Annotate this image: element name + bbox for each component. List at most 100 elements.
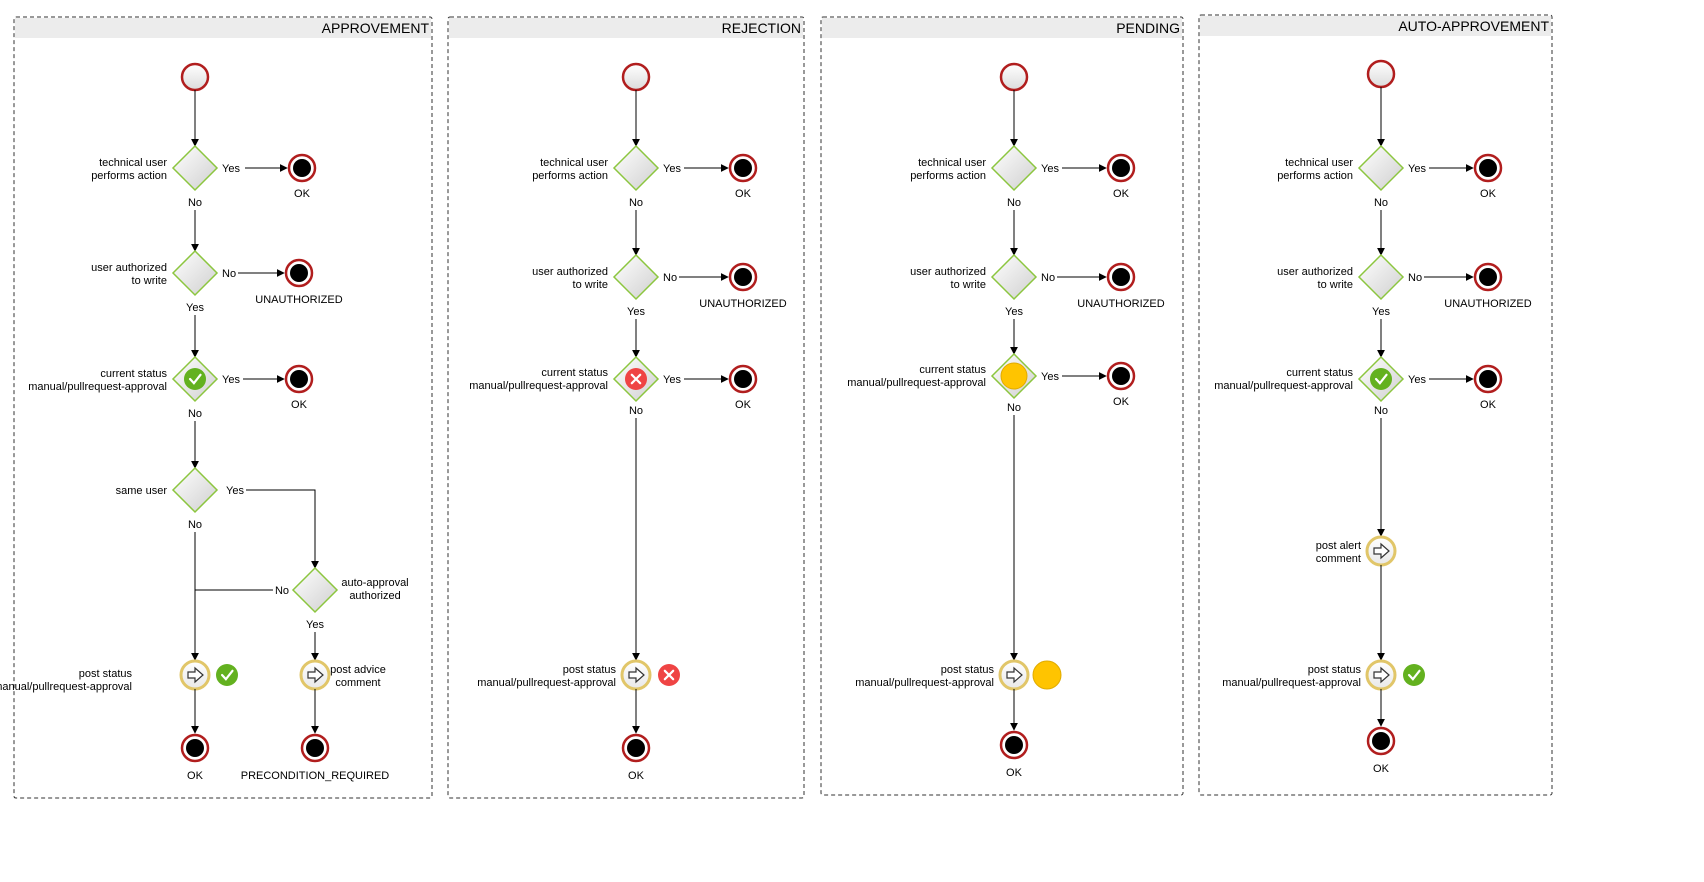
gateway-diamond — [171, 466, 219, 514]
decision-gateway — [291, 566, 339, 614]
task-label: manual/pullrequest-approval — [477, 677, 616, 689]
task-label: post advice — [330, 664, 386, 676]
start-event — [999, 62, 1029, 92]
task-label: manual/pullrequest-approval — [0, 681, 132, 693]
no-label: No — [1374, 197, 1388, 209]
decision-gateway — [171, 249, 219, 297]
gateway-label: current status — [541, 367, 608, 379]
lane-title: REJECTION — [722, 20, 801, 36]
gateway-label: user authorized — [1277, 266, 1353, 278]
gateway-label: auto-approval — [341, 577, 408, 589]
start-event-circle — [999, 62, 1029, 92]
no-label: No — [629, 197, 643, 209]
decision-gateway — [1357, 144, 1405, 192]
end-event-core — [290, 264, 308, 282]
end-event — [1106, 361, 1136, 391]
end-label: OK — [1113, 188, 1130, 200]
gateway-diamond — [291, 566, 339, 614]
yes-label: Yes — [627, 306, 645, 318]
task-label: post status — [563, 664, 617, 676]
yes-label: Yes — [186, 302, 204, 314]
gateway-label: user authorized — [91, 262, 167, 274]
cross-mark — [663, 669, 675, 681]
yes-label: Yes — [222, 163, 240, 175]
task-label: post status — [941, 664, 995, 676]
end-event-core — [1112, 159, 1130, 177]
lane-header — [15, 18, 431, 38]
decision-gateway — [612, 253, 660, 301]
end-label: OK — [735, 188, 752, 200]
gateway-diamond — [1357, 144, 1405, 192]
check-icon-bg — [1370, 368, 1392, 390]
gateway-diamond — [612, 144, 660, 192]
check-icon — [184, 368, 206, 390]
end-label: OK — [1113, 396, 1130, 408]
end-label: OK — [735, 399, 752, 411]
gateway-label: technical user — [540, 157, 608, 169]
check-icon — [1370, 368, 1392, 390]
start-event-circle — [1366, 59, 1396, 89]
task-label: manual/pullrequest-approval — [855, 677, 994, 689]
task-label: post alert — [1316, 540, 1361, 552]
task-label: comment — [335, 677, 380, 689]
gateway-label: current status — [1286, 367, 1353, 379]
lane-title: AUTO-APPROVEMENT — [1398, 18, 1549, 34]
end-label: OK — [294, 188, 311, 200]
end-event-core — [627, 739, 645, 757]
gateway-label: manual/pullrequest-approval — [847, 377, 986, 389]
yes-label: Yes — [226, 485, 244, 497]
end-event-core — [293, 159, 311, 177]
sequence-flow — [246, 489, 319, 569]
gateway-label: performs action — [1277, 170, 1353, 182]
send-task — [179, 659, 211, 691]
end-event — [621, 733, 651, 763]
check-mark — [1374, 373, 1388, 385]
no-label: No — [1007, 402, 1021, 414]
start-event-circle — [180, 62, 210, 92]
lane-header — [822, 18, 1182, 38]
gateway-label: manual/pullrequest-approval — [469, 380, 608, 392]
no-label: No — [1041, 272, 1055, 284]
check-icon-bg — [1403, 664, 1425, 686]
end-label: OK — [291, 399, 308, 411]
gateway-label: authorized — [349, 590, 400, 602]
gateway-label: current status — [100, 368, 167, 380]
lane-frame — [13, 16, 433, 799]
task-label: post status — [1308, 664, 1362, 676]
end-label: OK — [1480, 188, 1497, 200]
check-icon — [216, 664, 238, 686]
task-label: comment — [1316, 553, 1361, 565]
end-event — [180, 733, 210, 763]
no-label: No — [222, 268, 236, 280]
pending-dot — [1032, 660, 1062, 690]
pending-dot-icon — [1032, 660, 1062, 690]
end-label: UNAUTHORIZED — [699, 298, 786, 310]
gateway-diamond — [612, 253, 660, 301]
send-task — [620, 659, 652, 691]
send-task — [1365, 659, 1397, 691]
no-label: No — [188, 197, 202, 209]
lane-title: APPROVEMENT — [322, 20, 430, 36]
end-label: UNAUTHORIZED — [1077, 298, 1164, 310]
gateway-label: manual/pullrequest-approval — [28, 381, 167, 393]
end-event — [1106, 153, 1136, 183]
decision-gateway — [990, 352, 1038, 400]
end-event — [1473, 262, 1503, 292]
end-event — [284, 258, 314, 288]
end-event-core — [290, 370, 308, 388]
send-task — [998, 659, 1030, 691]
gateway-label: performs action — [91, 170, 167, 182]
pending-dot — [1000, 362, 1028, 390]
end-event — [999, 730, 1029, 760]
no-label: No — [1374, 405, 1388, 417]
start-event — [1366, 59, 1396, 89]
send-task — [299, 659, 331, 691]
check-icon-bg — [184, 368, 206, 390]
end-label: OK — [1480, 399, 1497, 411]
arrow-right-icon — [1006, 666, 1023, 684]
lane-frame — [1198, 14, 1553, 796]
